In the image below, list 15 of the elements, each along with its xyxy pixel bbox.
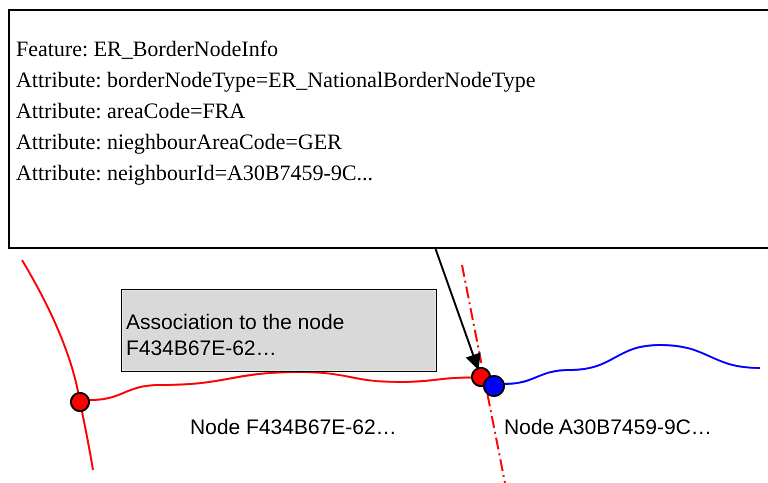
- attribute-text: Feature: ER_BorderNodeInfo: [16, 35, 280, 63]
- attribute-text: Attribute: areaCode=FRA: [16, 97, 246, 125]
- attribute-text: Attribute: nieghbourAreaCode=GER: [16, 128, 343, 156]
- attribute-text: Attribute: borderNodeType=ER_NationalBorderNodeType: [16, 66, 536, 94]
- note-text: Association to the node F434B67E-62…: [126, 310, 346, 362]
- track-line: [88, 371, 472, 402]
- node-dot: [483, 375, 505, 397]
- feature-info-box: [8, 9, 768, 249]
- node-label: Node A30B7459-9C…: [504, 416, 712, 440]
- attribute-text: Attribute: neighbourId=A30B7459-9C...: [16, 159, 374, 187]
- track-line: [504, 344, 760, 385]
- node-dot: [70, 392, 90, 412]
- node-label: Node F434B67E-62…: [190, 416, 397, 440]
- association-note-box: [121, 289, 437, 372]
- arrow: [434, 248, 481, 370]
